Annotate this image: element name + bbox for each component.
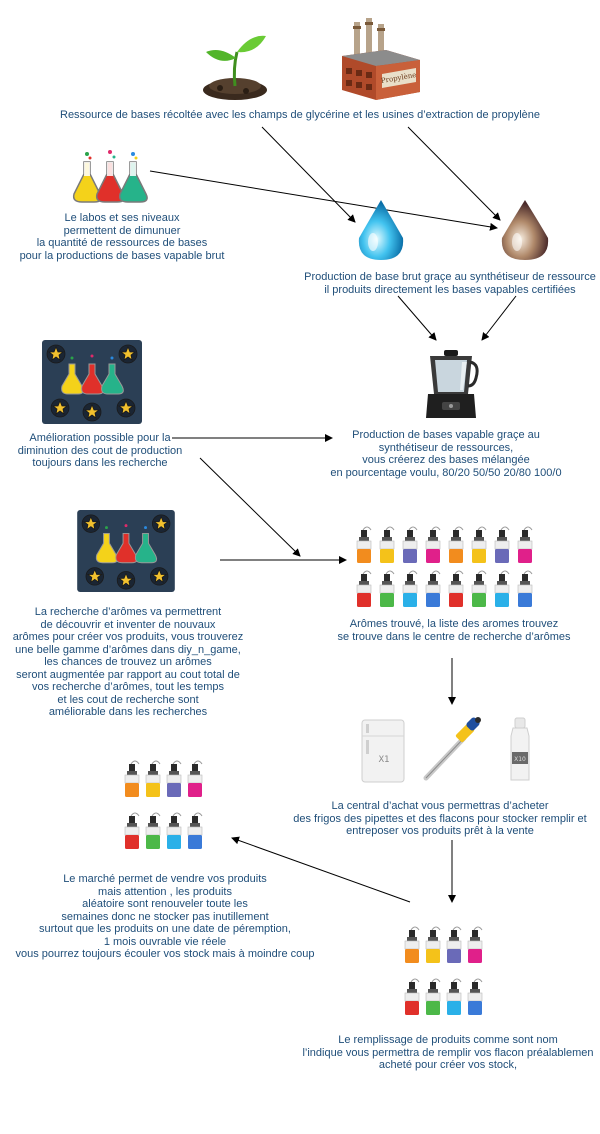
improvement-caption: Amélioration possible pour la diminution… xyxy=(17,432,183,469)
research-flasks-icon xyxy=(77,510,175,592)
dropper-bottle-icon xyxy=(187,812,203,849)
dropper-bottle-icon xyxy=(448,570,464,607)
dropper-bottle-icon xyxy=(517,526,533,563)
mixer-icon xyxy=(426,350,479,418)
aroma-bottles-icon xyxy=(356,526,533,607)
dropper-bottle-icon xyxy=(404,926,420,963)
dropper-bottle-icon xyxy=(356,570,372,607)
labs-caption: Le labos et ses niveaux permettent de di… xyxy=(19,212,225,262)
propylene-drop-icon xyxy=(501,200,549,260)
dropper-bottle-icon xyxy=(166,760,182,797)
arrow-labs-to-propylene xyxy=(149,170,498,231)
pipette-icon xyxy=(423,717,481,781)
dropper-bottle-icon xyxy=(446,926,462,963)
dropper-bottle-icon xyxy=(494,526,510,563)
dropper-bottle-icon xyxy=(379,570,395,607)
dropper-bottle-icon xyxy=(356,526,372,563)
water-drop-icon xyxy=(358,200,404,260)
factory-icon: Propylène xyxy=(342,18,420,100)
filling-caption: Le remplissage de produits comme sont no… xyxy=(302,1034,594,1071)
dropper-bottle-icon xyxy=(446,978,462,1015)
dropper-bottle-icon xyxy=(124,760,140,797)
aromas-found-caption: Arômes trouvé, la liste des aromes trouv… xyxy=(337,618,571,643)
arrow-raw-to-mixer-left xyxy=(397,295,437,341)
arrow-resources-to-propylene xyxy=(407,126,501,221)
dropper-bottle-icon xyxy=(145,760,161,797)
dropper-bottle-icon xyxy=(494,570,510,607)
arrow-resources-to-water xyxy=(261,126,356,223)
fridge-icon: X1 xyxy=(361,719,405,783)
dropper-bottle-icon xyxy=(467,978,483,1015)
dropper-bottle-icon xyxy=(471,570,487,607)
flask-bottle-label: X10 xyxy=(514,756,526,763)
arrow-raw-to-mixer-right xyxy=(481,295,517,341)
dropper-bottle-icon xyxy=(166,812,182,849)
dropper-bottle-icon xyxy=(145,812,161,849)
filled-bottles-icon xyxy=(404,926,483,1015)
market-caption: Le marché permet de vendre vos produits … xyxy=(15,873,315,960)
arrow-filling-to-market xyxy=(231,836,411,903)
dropper-bottle-icon xyxy=(471,526,487,563)
seedling-icon xyxy=(203,35,267,100)
dropper-bottle-icon xyxy=(402,570,418,607)
research-flasks-icon xyxy=(42,340,142,424)
dropper-bottle-icon xyxy=(425,526,441,563)
market-bottles-icon xyxy=(124,760,203,849)
dropper-bottle-icon xyxy=(425,570,441,607)
dropper-bottle-icon xyxy=(425,926,441,963)
dropper-bottle-icon xyxy=(404,978,420,1015)
flask-bottle-icon: X10 xyxy=(510,717,530,781)
dropper-bottle-icon xyxy=(187,760,203,797)
dropper-bottle-icon xyxy=(402,526,418,563)
aroma-research-caption: La recherche d’arômes va permettrent de … xyxy=(12,606,244,718)
dropper-bottle-icon xyxy=(517,570,533,607)
fridge-label: X1 xyxy=(379,755,390,765)
mixed-production-caption: Production de bases vapable graçe au syn… xyxy=(330,429,562,479)
flasks-icon xyxy=(72,150,148,203)
purchase-caption: La central d’achat vous permettras d’ach… xyxy=(293,800,587,837)
dropper-bottle-icon xyxy=(379,526,395,563)
dropper-bottle-icon xyxy=(425,978,441,1015)
dropper-bottle-icon xyxy=(124,812,140,849)
dropper-bottle-icon xyxy=(448,526,464,563)
raw-production-caption: Production de base brut graçe au synthét… xyxy=(304,271,596,296)
resources-caption: Ressource de bases récoltée avec les cha… xyxy=(60,109,540,121)
dropper-bottle-icon xyxy=(467,926,483,963)
arrow-improvement-to-aromas xyxy=(199,457,301,557)
